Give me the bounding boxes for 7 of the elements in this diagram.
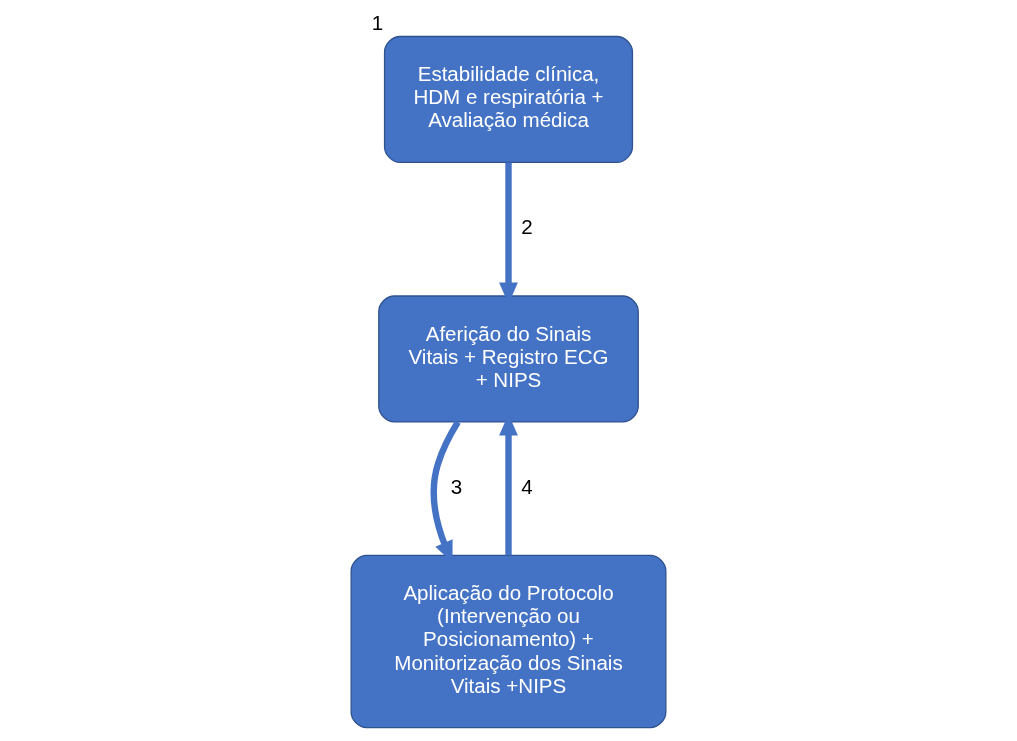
edge-label: 2	[521, 215, 533, 239]
node-box: Aferição do Sinais Vitais + Registro ECG + NIPS	[378, 295, 639, 423]
edge-label: 4	[521, 474, 533, 498]
node-box: Estabilidade clínica, HDM e respiratória + Avaliação médica	[383, 35, 634, 164]
edge-label: 3	[450, 474, 463, 498]
node-label: 1	[371, 10, 384, 34]
node-box: Aplicação do Protocolo (Intervenção ou Posicionamento) + Monitorização dos Sinais Vitais +NIPS	[350, 554, 667, 729]
